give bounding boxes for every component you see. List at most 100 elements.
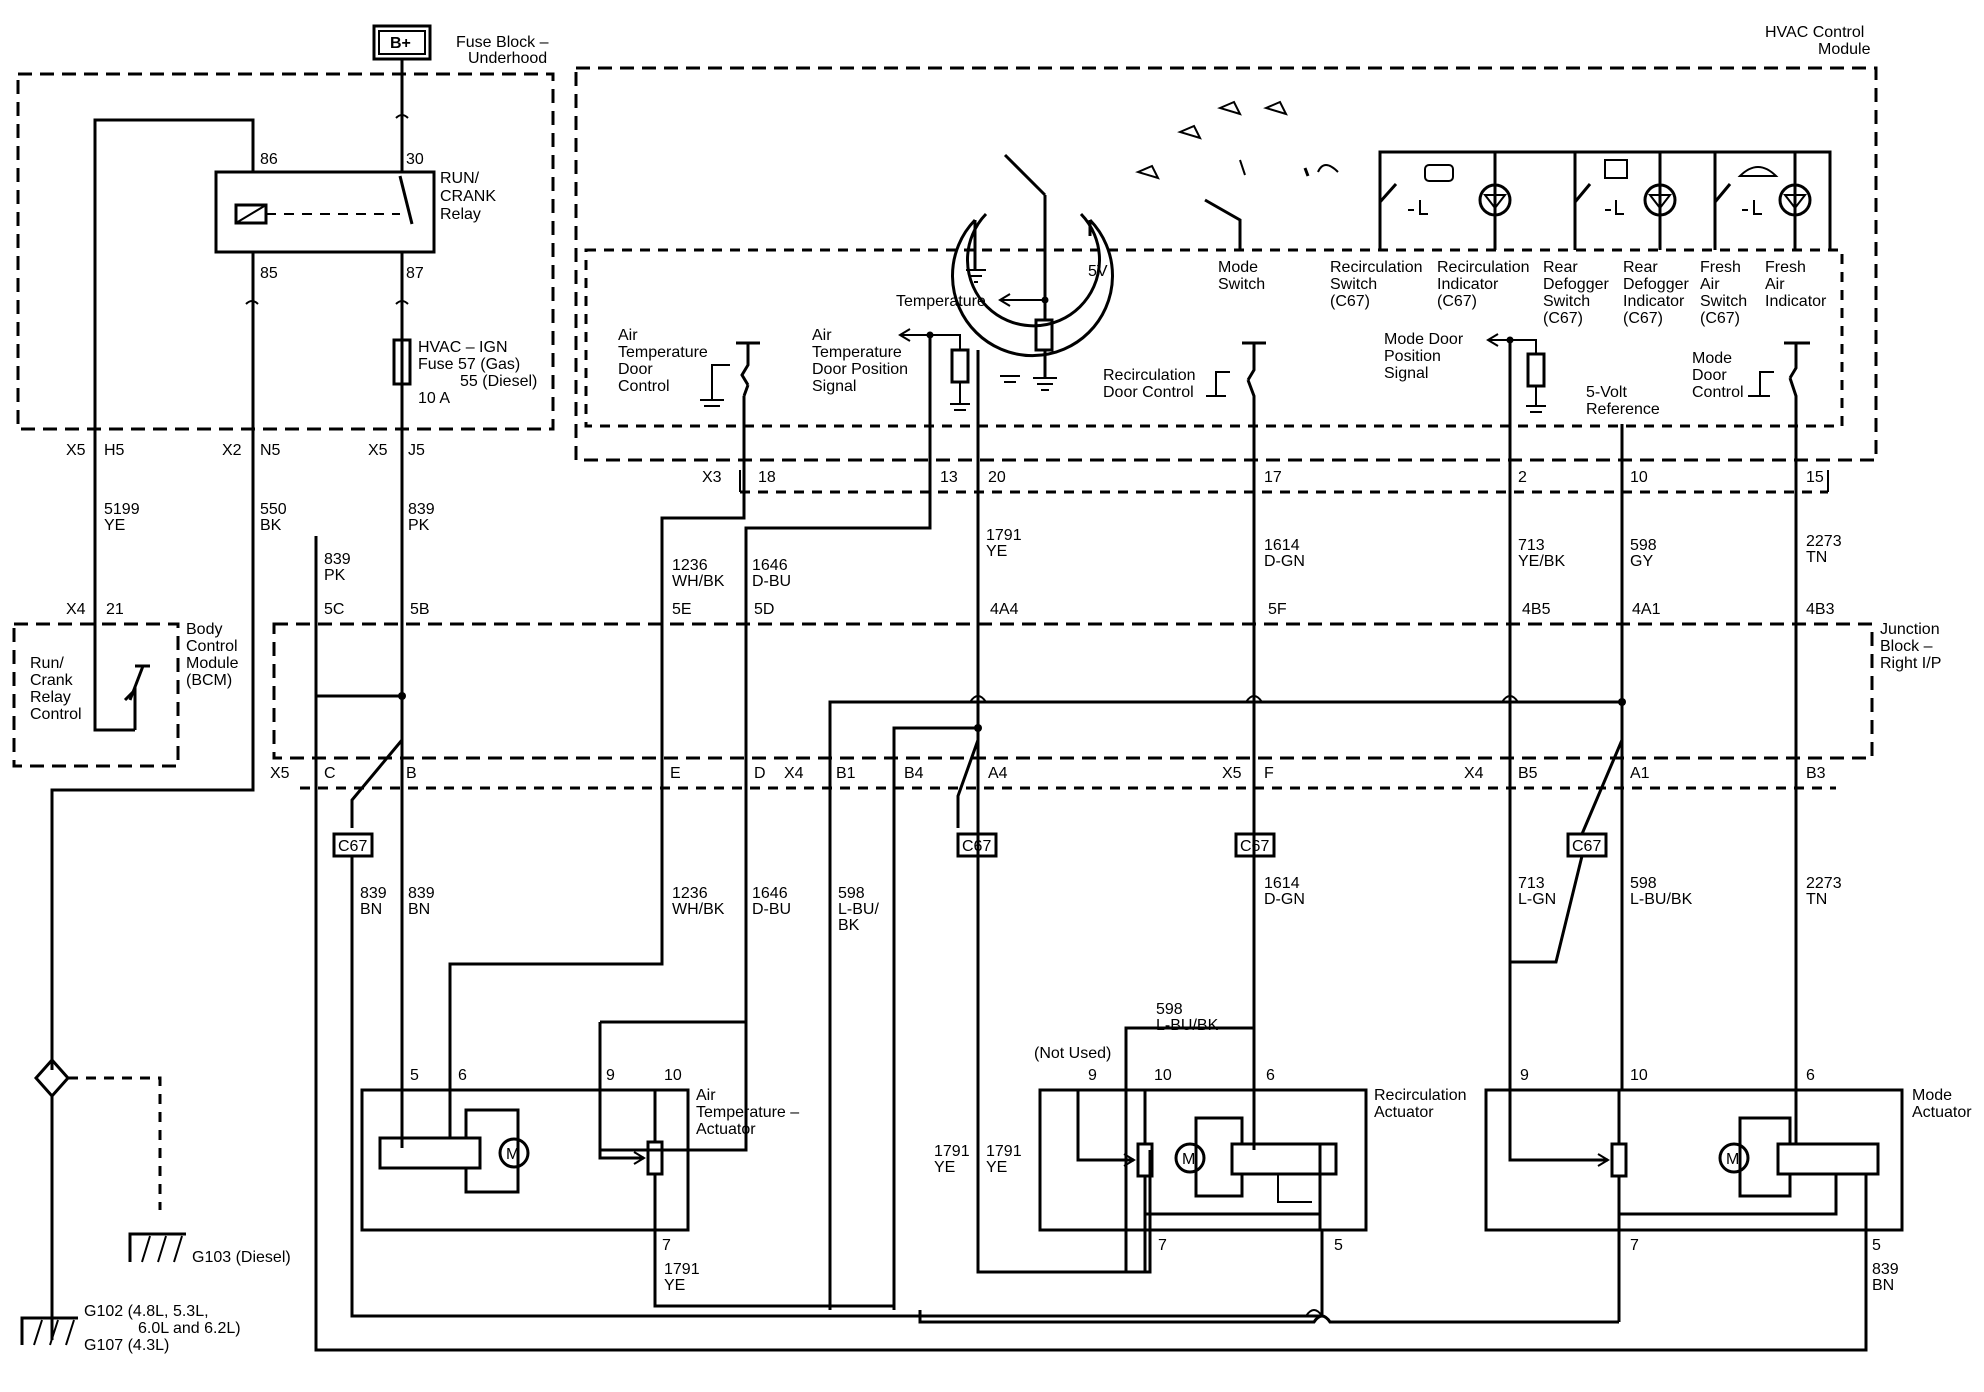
motor-icon-mode: M — [1718, 1142, 1750, 1174]
conn-x3: X3 — [702, 469, 722, 486]
w598d-num: 598 — [1156, 1001, 1183, 1018]
hvac-pin-2: 2 — [1518, 469, 1527, 486]
motor-icon: M — [498, 1137, 530, 1169]
defog-sw-label-2: Defogger — [1543, 276, 1609, 293]
fresh-ind-label-1: Fresh — [1765, 259, 1806, 276]
jb-a1: A1 — [1630, 765, 1650, 782]
recirc-switch-label-2: Switch — [1330, 276, 1377, 293]
relay-label-2: CRANK — [440, 188, 496, 205]
fresh-sw-label-3: Switch — [1700, 293, 1747, 310]
ra-label-1: Recirculation — [1374, 1087, 1466, 1104]
w1791d-num: 1791 — [664, 1261, 700, 1278]
ground-g102-label-1: G102 (4.8L, 5.3L, — [84, 1303, 209, 1320]
recirc-switch-label-1: Recirculation — [1330, 259, 1422, 276]
w1646-col: D-BU — [752, 573, 791, 590]
bcm-label-4: (BCM) — [186, 672, 232, 689]
bcm-inner-4: Control — [30, 706, 82, 723]
fresh-sw-label-4: (C67) — [1700, 310, 1740, 327]
recirc-actuator — [1038, 1088, 1368, 1232]
ata-pin-7: 7 — [662, 1237, 671, 1254]
ra-label-2: Actuator — [1374, 1104, 1434, 1121]
wire-550-col: BK — [260, 517, 282, 534]
hvac-pin-10: 10 — [1630, 469, 1648, 486]
jb-4b5: 4B5 — [1522, 601, 1551, 618]
defog-ind-label-2: Defogger — [1623, 276, 1689, 293]
w1614b-col: D-GN — [1264, 891, 1305, 908]
relay-pin85: 85 — [260, 265, 278, 282]
recirc-ind-label-2: Indicator — [1437, 276, 1499, 293]
ground-g103-label: G103 (Diesel) — [192, 1249, 291, 1266]
defog-ind-label-4: (C67) — [1623, 310, 1663, 327]
bplus-label: B+ — [390, 35, 411, 52]
relay-pin30: 30 — [406, 151, 424, 168]
defog-sw-label-3: Switch — [1543, 293, 1590, 310]
jb-5f: 5F — [1268, 601, 1287, 618]
mdp-label-3: Signal — [1384, 365, 1428, 382]
fresh-sw-label-2: Air — [1700, 276, 1720, 293]
jb-b3: B3 — [1806, 765, 1826, 782]
ra-pin-5: 5 — [1334, 1237, 1343, 1254]
jb-label-3: Right I/P — [1880, 655, 1941, 672]
ma-pin-9: 9 — [1520, 1067, 1529, 1084]
fuse-block-label-2: Underhood — [468, 50, 547, 67]
mode-switch-label-1: Mode — [1218, 259, 1258, 276]
conn-x2: X2 — [222, 442, 242, 459]
jb-d: D — [754, 765, 766, 782]
ata-pin-10: 10 — [664, 1067, 682, 1084]
wire-550-num: 550 — [260, 501, 287, 518]
jb-5c: 5C — [324, 601, 344, 618]
w1646-num: 1646 — [752, 557, 788, 574]
bcm-inner-1: Run/ — [30, 655, 64, 672]
jb-5d: 5D — [754, 601, 774, 618]
c67-label-1: C67 — [338, 838, 367, 855]
svg-text:M: M — [506, 1146, 519, 1163]
w1791d-col: YE — [664, 1277, 685, 1294]
mode-actuator — [1484, 1088, 1904, 1232]
five-volt-ref-2: Reference — [1586, 401, 1660, 418]
w839bn-c-num: 839 — [1872, 1261, 1899, 1278]
c67-label-4: C67 — [1572, 838, 1601, 855]
w1236b-col: WH/BK — [672, 901, 725, 918]
atdc-label-3: Door — [618, 361, 653, 378]
bcm-inner-3: Relay — [30, 689, 71, 706]
jb-5b: 5B — [410, 601, 430, 618]
bcm-boundary — [12, 622, 180, 768]
mdp-label-1: Mode Door — [1384, 331, 1464, 348]
jb-b4: B4 — [904, 765, 924, 782]
hvac-fuse-label-4: 10 A — [418, 390, 450, 407]
conn-j5: J5 — [408, 442, 425, 459]
fuse-block-boundary — [16, 72, 555, 431]
ra-pin-10: 10 — [1154, 1067, 1172, 1084]
run-crank-relay — [214, 170, 436, 254]
w2273b-num: 2273 — [1806, 875, 1842, 892]
ma-pin-6: 6 — [1806, 1067, 1815, 1084]
ata-pin-9: 9 — [606, 1067, 615, 1084]
atdp-label-1: Air — [812, 327, 832, 344]
air-temp-actuator — [360, 1088, 690, 1232]
jb-label-2: Block – — [1880, 638, 1933, 655]
w2273b-col: TN — [1806, 891, 1827, 908]
jb-b5: B5 — [1518, 765, 1538, 782]
not-used-label: (Not Used) — [1034, 1045, 1111, 1062]
w598b-col2: BK — [838, 917, 860, 934]
bcm-inner-2: Crank — [30, 672, 74, 689]
ra-pin-9: 9 — [1088, 1067, 1097, 1084]
hvac-pin-18: 18 — [758, 469, 776, 486]
relay-label-1: RUN/ — [440, 170, 480, 187]
rdc-label-2: Door Control — [1103, 384, 1194, 401]
bcm-label-1: Body — [186, 621, 222, 638]
wire-839-pk-col: PK — [408, 517, 430, 534]
c67-box-4 — [1566, 832, 1608, 858]
w1236-col: WH/BK — [672, 573, 725, 590]
defog-sw-label-4: (C67) — [1543, 310, 1583, 327]
conn-h5: H5 — [104, 442, 125, 459]
fuse-block-label-1: Fuse Block – — [456, 34, 549, 51]
ata-label-2: Temperature – — [696, 1104, 799, 1121]
c67-label-3: C67 — [1240, 838, 1269, 855]
ma-label-1: Mode — [1912, 1087, 1952, 1104]
w1236-num: 1236 — [672, 557, 708, 574]
w839bn-a-num: 839 — [360, 885, 387, 902]
ground-g102-label-2: 6.0L and 6.2L) — [138, 1320, 241, 1337]
ra-pin-7: 7 — [1158, 1237, 1167, 1254]
